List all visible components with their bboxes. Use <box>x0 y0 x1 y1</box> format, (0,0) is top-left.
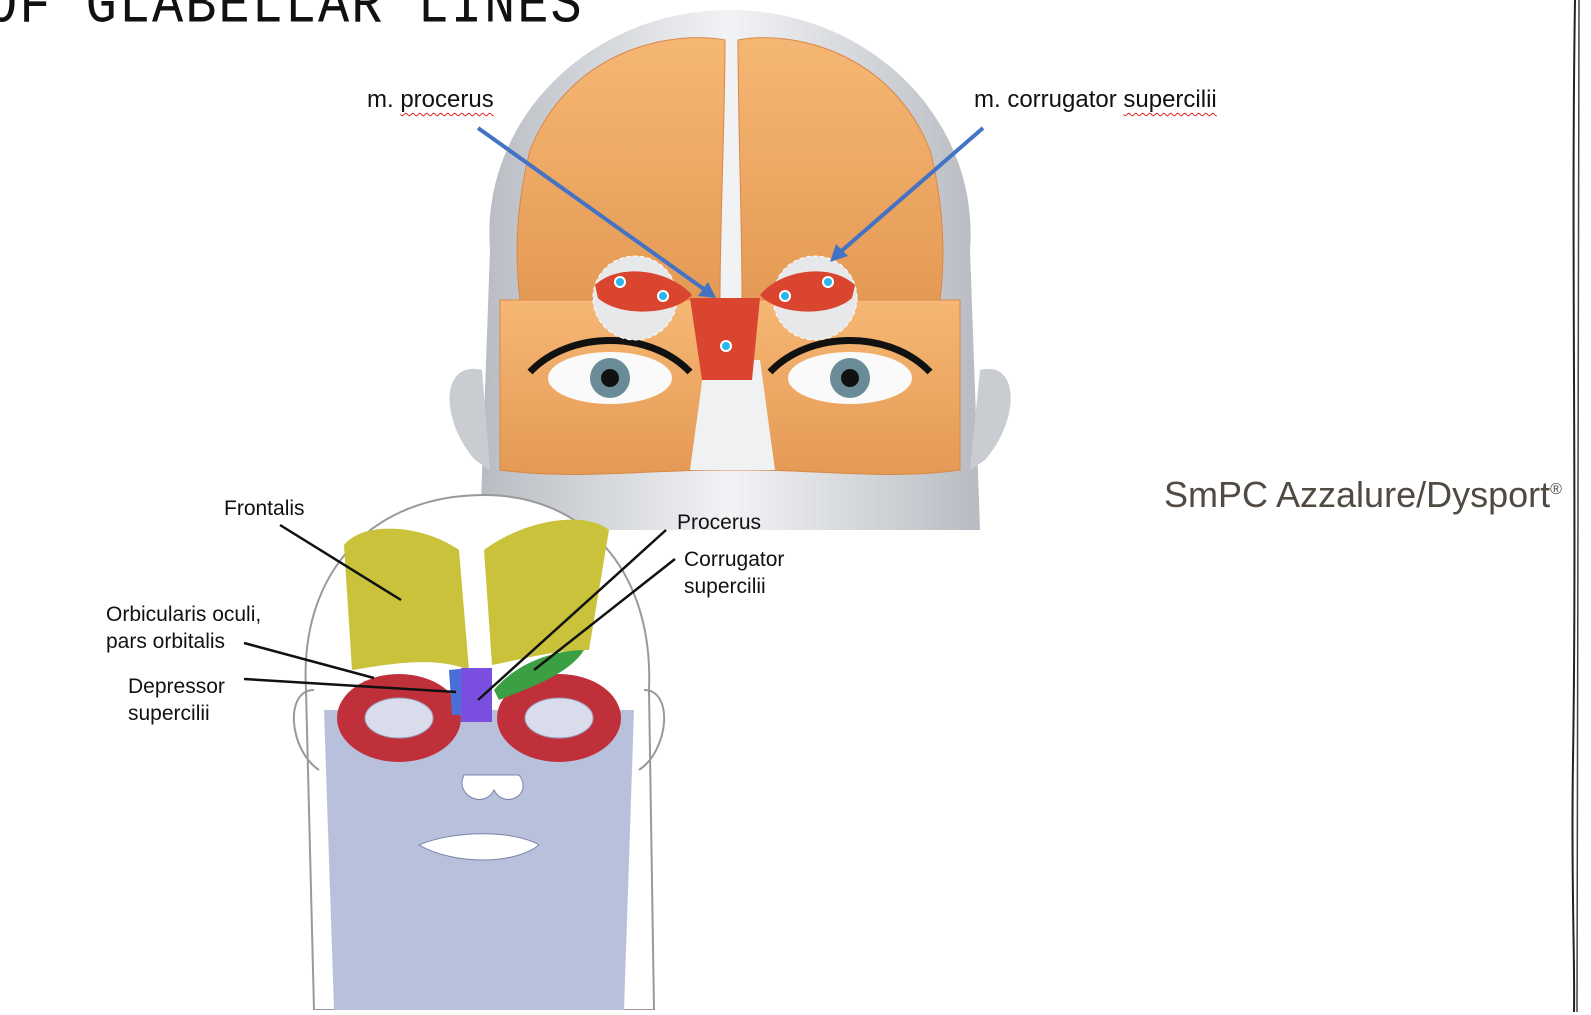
injection-point <box>780 291 790 301</box>
label-frontalis: Frontalis <box>224 495 305 522</box>
muscle-diagram-svg <box>14 490 939 1010</box>
procerus-muscle <box>690 298 760 380</box>
label-prefix: m. corrugator <box>974 86 1123 113</box>
label-orbicularis-oculi: Orbicularis oculi, pars orbitalis <box>106 601 261 655</box>
label-m-corrugator-supercilii: m. corrugator supercilii <box>974 86 1217 114</box>
frontalis-right <box>738 38 943 300</box>
injection-point <box>658 291 668 301</box>
right-pupil <box>841 369 859 387</box>
facial-muscle-illustration <box>420 0 1040 530</box>
label-corrugator-supercilii: Corrugator supercilii <box>684 546 784 600</box>
source-note: SmPC Azzalure/Dysport® <box>1164 474 1562 516</box>
label-procerus: Procerus <box>677 509 761 536</box>
registered-mark: ® <box>1550 481 1562 498</box>
source-note-text: SmPC Azzalure/Dysport <box>1164 474 1550 515</box>
facial-muscle-svg <box>420 0 1040 530</box>
left-ear <box>450 369 490 470</box>
injection-point <box>615 277 625 287</box>
left-pupil <box>601 369 619 387</box>
injection-point <box>721 341 731 351</box>
label-word: supercilii <box>1123 86 1216 113</box>
label-m-procerus: m. procerus <box>367 86 494 114</box>
slide-border-decoration <box>1567 0 1591 1012</box>
injection-point <box>823 277 833 287</box>
label-prefix: m. <box>367 86 400 113</box>
left-eye <box>365 698 433 738</box>
label-depressor-supercilii: Depressor supercilii <box>128 673 225 727</box>
frontalis-left <box>344 529 469 670</box>
right-eye <box>525 698 593 738</box>
procerus-muscle <box>461 668 492 722</box>
right-ear <box>970 369 1011 470</box>
muscle-diagram <box>14 490 939 1010</box>
label-word: procerus <box>400 86 493 113</box>
